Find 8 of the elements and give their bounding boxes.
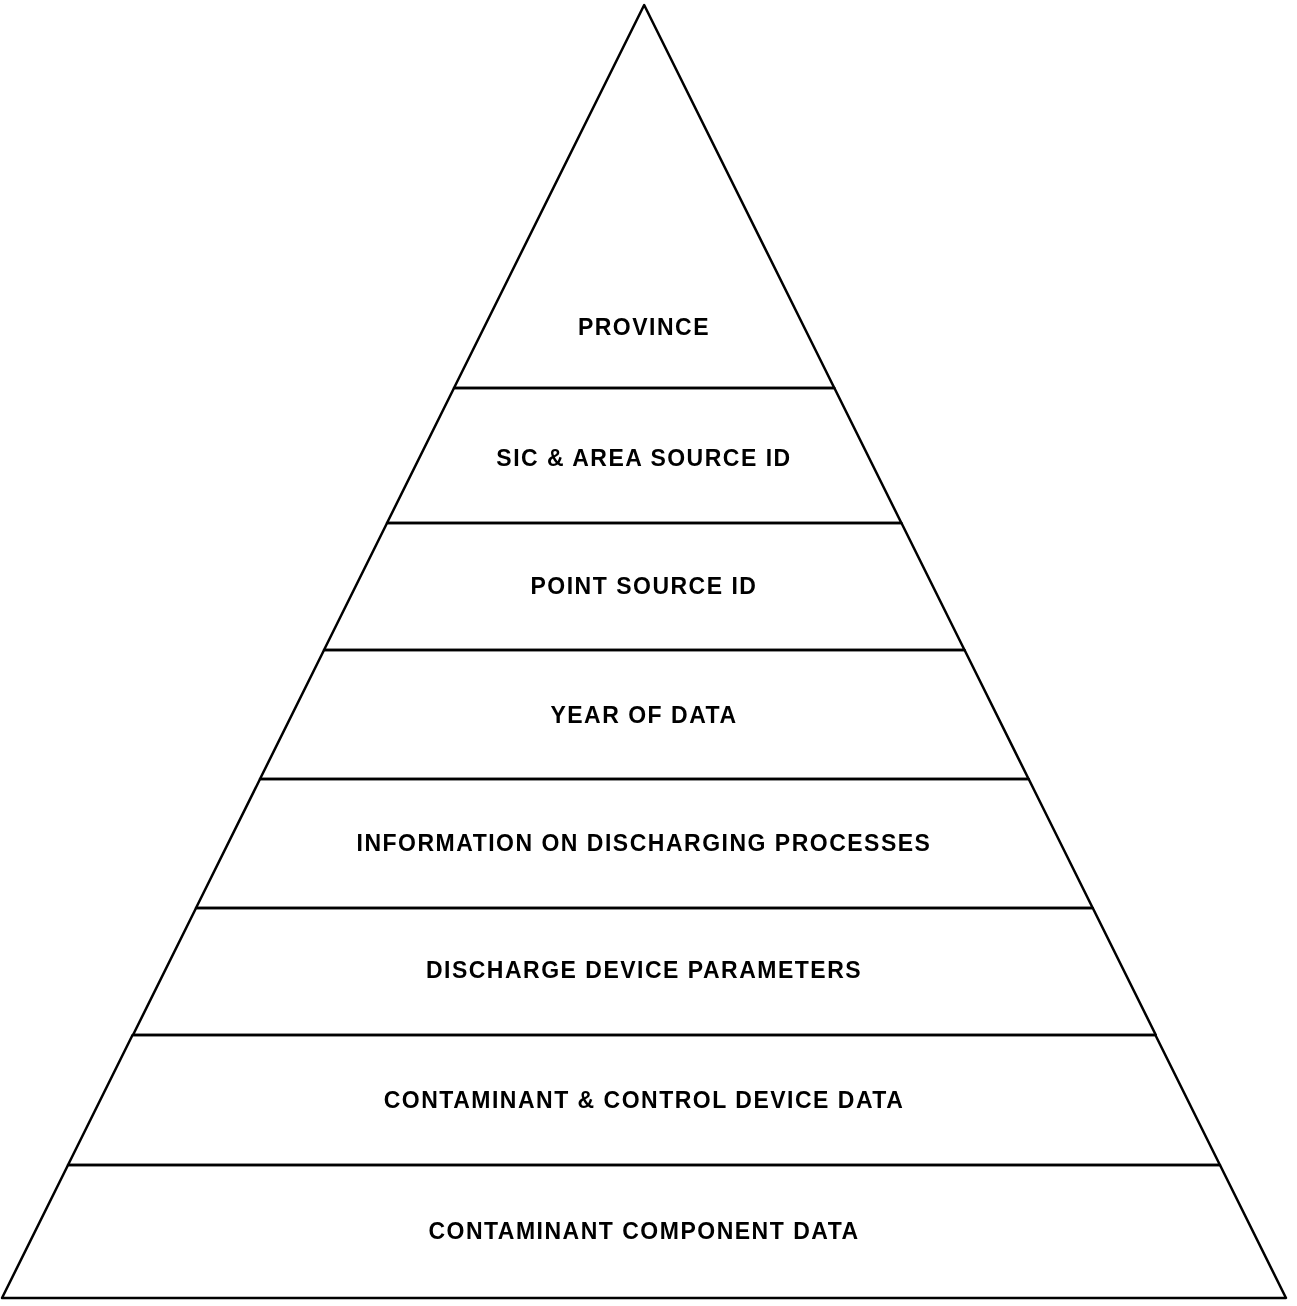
tier-label: SIC & AREA SOURCE ID [496, 444, 792, 472]
tier-label: INFORMATION ON DISCHARGING PROCESSES [356, 829, 932, 857]
tier-label: CONTAMINANT & CONTROL DEVICE DATA [383, 1086, 905, 1114]
tier-label: POINT SOURCE ID [530, 572, 758, 600]
tier-label: CONTAMINANT COMPONENT DATA [428, 1217, 860, 1245]
tier-label: PROVINCE [577, 313, 711, 341]
tier-label: YEAR OF DATA [550, 701, 738, 729]
tier-label: DISCHARGE DEVICE PARAMETERS [425, 956, 863, 984]
